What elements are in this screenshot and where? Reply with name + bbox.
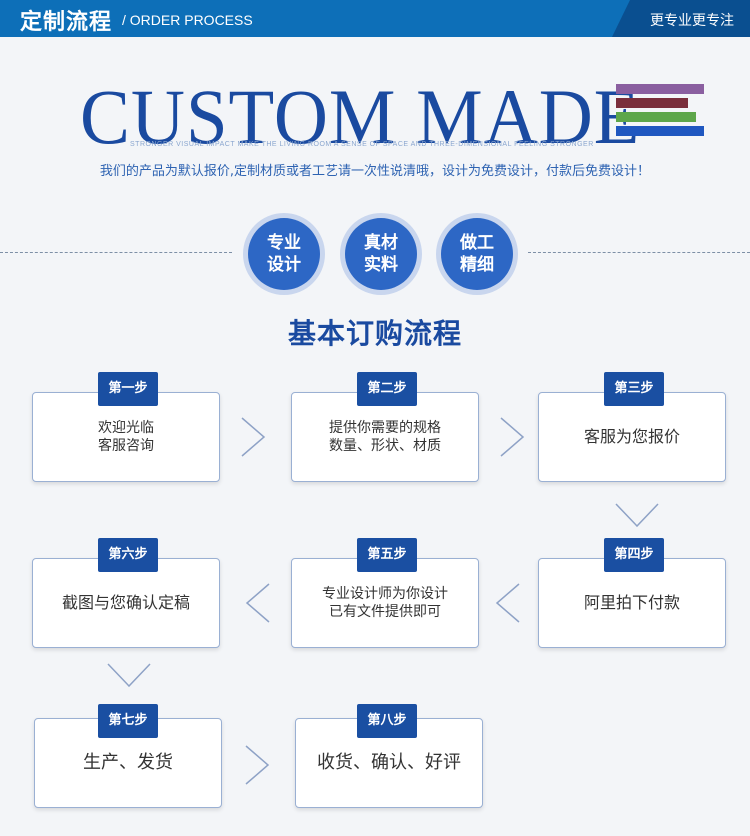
badge-3-line1: 做工: [460, 233, 494, 253]
step-8-line1: 收货、确认、好评: [317, 752, 461, 773]
header-tag: 更专业更专注: [612, 0, 750, 37]
process-title: 基本订购流程: [287, 317, 462, 350]
banner-description: 我们的产品为默认报价,定制材质或者工艺请一次性说清哦，设计为免费设计，付款后免费…: [99, 164, 651, 179]
step-2-line2: 数量、形状、材质: [329, 438, 441, 454]
step-7-label: 第七步: [98, 704, 158, 738]
step-8-label: 第八步: [357, 704, 417, 738]
top-header-bar: 定制流程 / ORDER PROCESS 更专业更专注: [0, 0, 750, 37]
step-3-line1: 客服为您报价: [583, 427, 680, 446]
step-5-label: 第五步: [357, 538, 417, 572]
color-stripes: [616, 84, 704, 140]
arrow-right-7-8-icon: [245, 745, 270, 785]
header-tag-text: 更专业更专注: [650, 13, 734, 29]
stripe-maroon: [616, 98, 688, 108]
badge-2-line1: 真材: [364, 233, 398, 253]
header-subtitle: / ORDER PROCESS: [122, 12, 253, 28]
step-3-label: 第三步: [604, 372, 664, 406]
stripe-green: [616, 112, 696, 122]
step-6-label: 第六步: [98, 538, 158, 572]
badge-professional-design: 专业 设计: [248, 218, 320, 290]
divider-right: [528, 252, 750, 253]
badge-2-line2: 实料: [364, 255, 398, 275]
step-1-label: 第一步: [98, 372, 158, 406]
step-1-box: 欢迎光临 客服咨询: [32, 392, 220, 482]
badge-real-material: 真材 实料: [345, 218, 417, 290]
step-5-line2: 已有文件提供即可: [329, 604, 441, 620]
step-5-line1: 专业设计师为你设计: [322, 586, 448, 602]
divider-left: [0, 252, 232, 253]
step-6-box: 截图与您确认定稿: [32, 558, 220, 648]
arrow-down-6-7-icon: [107, 663, 151, 688]
badge-1-line1: 专业: [267, 233, 301, 253]
badge-1-line2: 设计: [267, 255, 301, 275]
badge-fine-craft: 做工 精细: [441, 218, 513, 290]
step-3-box: 客服为您报价: [538, 392, 726, 482]
badge-3-line2: 精细: [460, 255, 494, 275]
arrow-right-1-2-icon: [241, 417, 266, 457]
header-title: 定制流程: [20, 10, 113, 35]
step-2-line1: 提供你需要的规格: [329, 420, 441, 436]
step-6-line1: 截图与您确认定稿: [61, 593, 190, 612]
stripe-purple: [616, 84, 704, 94]
step-7-line1: 生产、发货: [83, 752, 173, 773]
custom-made-title: CUSTOM MADE: [80, 73, 641, 160]
step-1-line1: 欢迎光临: [98, 420, 154, 436]
step-4-label: 第四步: [604, 538, 664, 572]
step-1-line2: 客服咨询: [98, 438, 154, 454]
stripe-blue: [616, 126, 704, 136]
step-2-label: 第二步: [357, 372, 417, 406]
arrow-left-4-5-icon: [495, 583, 520, 623]
step-4-line1: 阿里拍下付款: [583, 593, 680, 612]
arrow-left-5-6-icon: [245, 583, 270, 623]
banner-strapline: STRONGER VISUAL IMPACT MAKE THE LIVING R…: [130, 141, 594, 148]
arrow-down-3-4-icon: [615, 503, 659, 528]
step-5-box: 专业设计师为你设计 已有文件提供即可: [291, 558, 479, 648]
arrow-right-2-3-icon: [500, 417, 525, 457]
